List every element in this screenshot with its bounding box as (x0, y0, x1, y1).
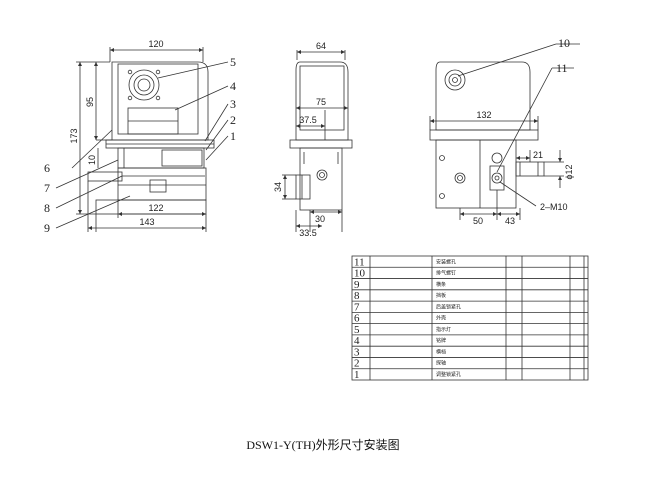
parts-table-number: 1 (354, 369, 360, 381)
right-dim-dia-12: ϕ12 (564, 164, 574, 179)
callout-6: 6 (44, 161, 50, 175)
side-dim-33-5: 33.5 (299, 228, 317, 238)
parts-table-name: 横条 (436, 281, 446, 288)
parts-table: 11 安装螺孔 10 排气螺钉 9 横条 8 挡板 7 后盖锁紧孔 6 外壳 5 指示灯 4 铭牌 3 横档 2 探轴… (354, 256, 461, 381)
right-dim-132: 132 (476, 110, 491, 120)
callout-7: 7 (44, 181, 50, 195)
side-view (282, 50, 353, 232)
parts-table-name: 铭牌 (436, 337, 446, 344)
parts-table-name: 安装螺孔 (436, 258, 456, 265)
right-dim-43: 43 (505, 216, 515, 226)
parts-table-number: 2 (354, 358, 360, 370)
right-dim-21: 21 (533, 150, 543, 160)
callout-10: 10 (558, 36, 570, 50)
parts-table-number: 11 (354, 256, 365, 268)
parts-table-number: 6 (354, 313, 360, 325)
parts-table-name: 挡板 (436, 292, 446, 299)
callout-2: 2 (230, 113, 236, 127)
front-dim-173: 173 (69, 128, 79, 143)
side-dim-37-5: 37.5 (299, 115, 317, 125)
parts-table-number: 10 (354, 268, 366, 280)
callout-11: 11 (556, 61, 568, 75)
front-dim-10: 10 (87, 155, 97, 165)
parts-table-grid (351, 255, 589, 381)
right-dim-50: 50 (473, 216, 483, 226)
parts-table-name: 指示灯 (436, 326, 451, 333)
front-dim-143: 143 (139, 217, 154, 227)
front-dim-95: 95 (85, 97, 95, 107)
side-dim-75: 75 (316, 97, 326, 107)
parts-table-number: 8 (354, 290, 360, 302)
parts-table-number: 4 (354, 335, 360, 347)
callout-3: 3 (230, 97, 236, 111)
callout-5: 5 (230, 55, 236, 69)
front-dim-120: 120 (148, 39, 163, 49)
parts-table-number: 3 (354, 346, 360, 358)
parts-table-name: 外壳 (436, 315, 446, 322)
parts-table-number: 9 (354, 279, 360, 291)
callout-8: 8 (44, 201, 50, 215)
callout-1: 1 (230, 129, 236, 143)
parts-table-number: 7 (354, 301, 360, 313)
side-dim-34: 34 (273, 182, 283, 192)
parts-table-name: 排气螺钉 (436, 270, 456, 277)
side-dim-64: 64 (316, 41, 326, 51)
side-dim-30: 30 (315, 214, 325, 224)
front-view (55, 47, 229, 232)
drawing-caption: DSW1-Y(TH)外形尺寸安装图 (246, 438, 400, 452)
callout-4: 4 (230, 79, 236, 93)
callout-9: 9 (44, 221, 50, 235)
parts-table-number: 5 (354, 324, 360, 336)
parts-table-name: 横档 (436, 348, 446, 355)
right-view (429, 43, 580, 220)
front-dim-122: 122 (148, 203, 163, 213)
right-dim-2-m10: 2–M10 (540, 202, 568, 212)
parts-table-name: 探轴 (436, 360, 446, 367)
parts-table-name: 调整锁紧孔 (436, 371, 461, 378)
parts-table-name: 后盖锁紧孔 (436, 303, 461, 310)
